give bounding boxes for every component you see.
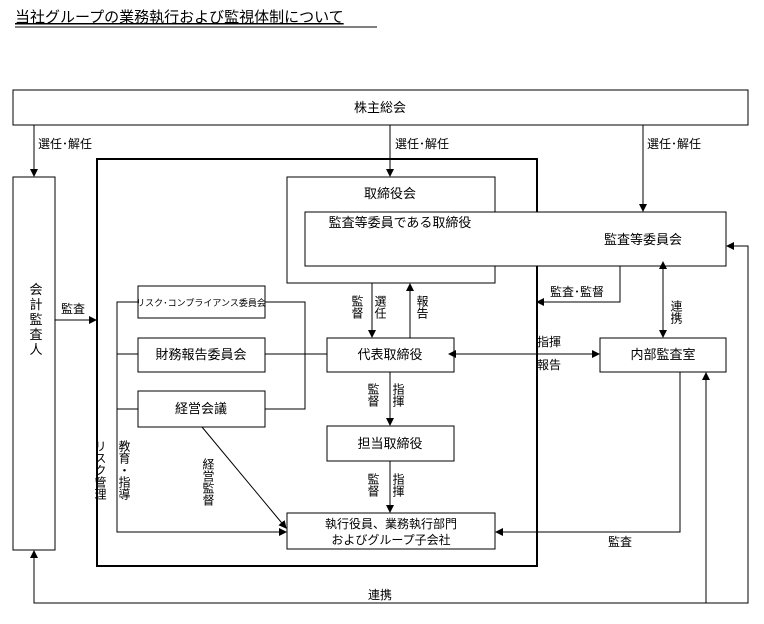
finance-committee-label: 財務報告委員会 bbox=[155, 348, 246, 363]
page-title: 当社グループの業務執行および監視体制について bbox=[15, 8, 344, 26]
executives-label-line1: 執行役員、業務執行部門 bbox=[325, 516, 457, 531]
accounting-auditor-label: 会計監査人 bbox=[27, 283, 43, 358]
label-instruct: 指揮 bbox=[537, 334, 561, 349]
label-supervise-2: 監督 bbox=[366, 382, 380, 408]
label-auditor-audit: 監査 bbox=[61, 301, 85, 316]
board-label: 取締役会 bbox=[364, 186, 416, 202]
label-elect-dismiss-board: 選任･解任 bbox=[395, 137, 449, 151]
company-frame bbox=[96, 158, 538, 567]
label-direction-3: 指揮 bbox=[391, 472, 405, 498]
representative-director-label: 代表取締役 bbox=[357, 347, 422, 363]
accounting-auditor-box bbox=[12, 176, 56, 551]
label-elect-dismiss-audit-committee: 選任･解任 bbox=[647, 137, 701, 151]
management-meeting-label: 経営会議 bbox=[175, 402, 227, 417]
audit-committee-label: 監査等委員会 bbox=[604, 232, 682, 248]
executives-label-line2: およびグループ子会社 bbox=[331, 532, 450, 547]
label-report-to-board: 報告 bbox=[415, 295, 429, 319]
label-report: 報告 bbox=[537, 358, 561, 372]
label-management-supervise: 経営監督 bbox=[201, 458, 215, 507]
arrow-cooperation-to-auditor bbox=[30, 550, 706, 604]
label-elect-dismiss-auditor: 選任･解任 bbox=[38, 137, 92, 151]
arrow-audit-supervise bbox=[536, 266, 621, 306]
audit-committee-box bbox=[304, 211, 727, 267]
audit-committee-directors-label: 監査等委員である取締役 bbox=[329, 215, 472, 231]
internal-audit-label: 内部監査室 bbox=[630, 347, 695, 363]
label-direction-2: 指揮 bbox=[391, 382, 405, 408]
arrow-internal-audit-to-executives bbox=[495, 372, 681, 536]
label-supervise-1: 監督 bbox=[350, 294, 364, 320]
management-meeting-box bbox=[137, 390, 266, 428]
risk-compliance-committee-box bbox=[137, 285, 266, 319]
director-in-charge-box bbox=[326, 425, 455, 462]
label-cooperation-bottom: 連携 bbox=[368, 587, 392, 602]
representative-director-box bbox=[326, 337, 455, 373]
shareholders-meeting-box bbox=[12, 89, 749, 126]
connector-risk-management bbox=[116, 301, 287, 536]
shareholders-meeting-label: 株主総会 bbox=[354, 101, 406, 116]
label-risk-management: リスク管理 bbox=[93, 440, 107, 500]
arrow-management-to-executives bbox=[201, 426, 287, 529]
label-internal-audit: 監査 bbox=[608, 534, 632, 549]
arrow-cooperation-to-audit-committee bbox=[706, 242, 749, 604]
label-cooperation-vertical: 連携 bbox=[669, 300, 683, 325]
internal-audit-box bbox=[599, 337, 727, 373]
risk-compliance-committee-label: リスク･コンプライアンス委員会 bbox=[136, 297, 266, 309]
label-supervise-3: 監督 bbox=[366, 472, 380, 498]
director-in-charge-label: 担当取締役 bbox=[357, 436, 422, 452]
finance-committee-box bbox=[137, 337, 266, 373]
label-audit-supervise: 監査･監督 bbox=[550, 284, 604, 299]
label-appoint: 選任 bbox=[373, 295, 387, 320]
connector-committees-right bbox=[265, 301, 306, 410]
label-education-guidance: 教育・指導 bbox=[117, 439, 131, 500]
